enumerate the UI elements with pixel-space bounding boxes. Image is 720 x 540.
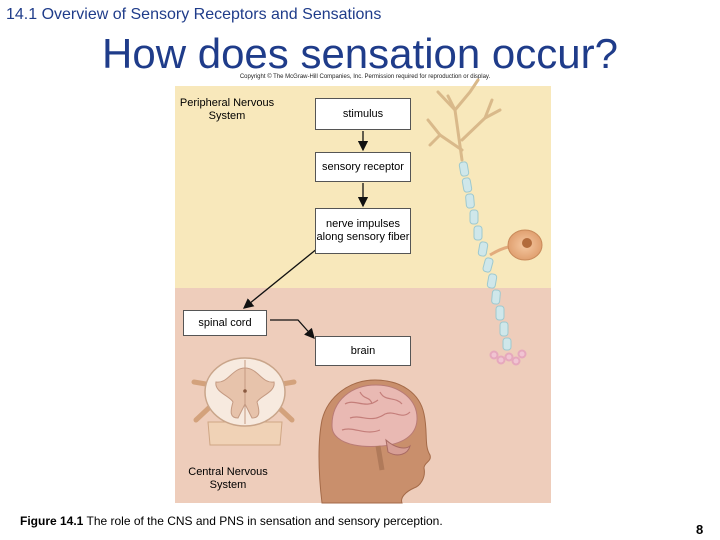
sensory-receptor-box: sensory receptor: [315, 152, 411, 182]
stimulus-box: stimulus: [315, 98, 411, 130]
brain-illustration: [318, 379, 431, 504]
pns-label: Peripheral Nervous System: [179, 97, 275, 122]
arrow-impulses-to-spinal-cord: [242, 247, 319, 309]
nerve-impulses-box: nerve impulses along sensory fiber: [315, 208, 411, 254]
section-header: 14.1 Overview of Sensory Receptors and S…: [6, 6, 382, 23]
sensory-neuron-illustration: [426, 78, 543, 366]
page-number: 8: [696, 522, 704, 537]
spinal-cord-box: spinal cord: [183, 310, 267, 336]
stimulus-label: stimulus: [342, 107, 384, 120]
cns-label: Central Nervous System: [188, 466, 268, 491]
brain-label: brain: [350, 344, 376, 357]
sensory-receptor-label: sensory receptor: [322, 160, 404, 173]
figure-caption: Figure 14.1 The role of the CNS and PNS …: [20, 514, 443, 528]
nerve-impulses-label: nerve impulses along sensory fiber: [316, 218, 410, 243]
figure-label: Figure 14.1: [20, 514, 84, 528]
spinal-cord-illustration: [191, 357, 297, 446]
brain-box: brain: [315, 336, 411, 366]
spinal-cord-label: spinal cord: [198, 316, 252, 329]
copyright-notice: Copyright © The McGraw-Hill Companies, I…: [239, 74, 491, 80]
arrow-spinal-cord-to-brain: [270, 319, 315, 339]
slide-title: How does sensation occur?: [102, 30, 618, 77]
caption-text: The role of the CNS and PNS in sensation…: [86, 514, 443, 528]
